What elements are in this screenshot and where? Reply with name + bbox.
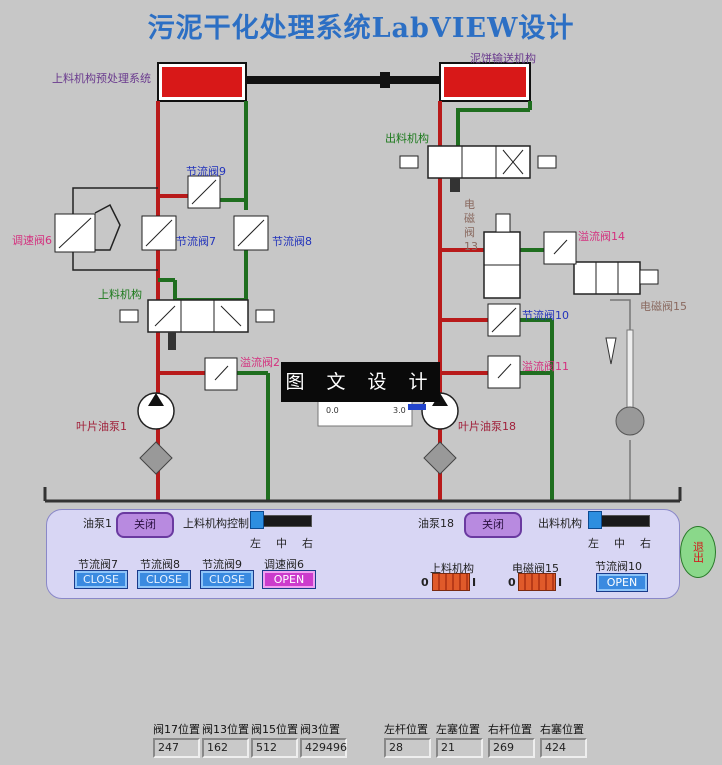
label-speed6: 调速阀6	[12, 234, 52, 247]
readout-value-valve3: 429496	[300, 738, 347, 758]
readout-label-valve17: 阀17位置	[153, 723, 200, 736]
sol15-toggle-switch[interactable]	[518, 573, 556, 591]
speed6-label: 调速阀6	[264, 558, 304, 571]
watermark-banner: 图 文 设 计	[281, 362, 440, 402]
relief-valve-2	[204, 357, 238, 391]
readout-label-left-rod: 左杆位置	[384, 723, 428, 736]
valve8-label: 节流阀8	[140, 558, 180, 571]
exit-button[interactable]: 退出	[680, 526, 716, 578]
gauge-min: 0.0	[326, 406, 339, 415]
feed-ctrl-label: 上料机构控制	[183, 517, 249, 530]
valve8-close-button[interactable]: CLOSE	[137, 570, 191, 589]
label-relief2: 溢流阀2	[240, 356, 280, 369]
left-directional-valve	[119, 299, 275, 350]
relief-valve-11	[487, 355, 521, 389]
sol15-toggle-label: 电磁阀15	[512, 562, 559, 575]
valve9-close-button[interactable]: CLOSE	[200, 570, 254, 589]
outfeed-pos-right: 右	[640, 537, 651, 550]
label-relief11: 溢流阀11	[522, 360, 569, 373]
label-sol13: 电磁阀13	[464, 198, 478, 253]
speed6-open-button[interactable]: OPEN	[262, 570, 316, 589]
outfeed-pos-mid: 中	[614, 537, 625, 550]
valve10-label: 节流阀10	[595, 560, 642, 573]
solenoid-valve-15	[573, 261, 659, 295]
readout-label-right-rod: 右杆位置	[488, 723, 532, 736]
feed-toggle-on-mark: I	[472, 576, 477, 589]
readout-label-right-plug: 右塞位置	[540, 723, 584, 736]
readout-label-valve15: 阀15位置	[251, 723, 298, 736]
readout-value-valve13: 162	[202, 738, 249, 758]
outfeed-ctrl-slider-knob[interactable]	[588, 511, 602, 529]
valve7-close-button[interactable]: CLOSE	[74, 570, 128, 589]
label-vane-pump1: 叶片油泵1	[76, 420, 127, 433]
readout-label-valve3: 阀3位置	[300, 723, 340, 736]
feed-pos-left: 左	[250, 537, 261, 550]
valve7-label: 节流阀7	[78, 558, 118, 571]
page-title: 污泥干化处理系统LabVIEW设计	[147, 13, 575, 44]
label-preprocess: 上料机构预处理系统	[52, 72, 151, 85]
right-cylinder	[439, 62, 531, 102]
label-throttle7: 节流阀7	[176, 235, 216, 248]
valve9-label: 节流阀9	[202, 558, 242, 571]
vane-pump-18	[421, 392, 459, 475]
valve10-open-button[interactable]: OPEN	[596, 573, 648, 592]
outfeed-pos-left: 左	[588, 537, 599, 550]
label-feed-mech: 上料机构	[98, 288, 142, 301]
readout-value-right-plug: 424	[540, 738, 587, 758]
readout-label-left-plug: 左塞位置	[436, 723, 480, 736]
pump1-label: 油泵1	[83, 517, 112, 530]
label-throttle8: 节流阀8	[272, 235, 312, 248]
outfeed-ctrl-label: 出料机构	[538, 517, 582, 530]
readout-value-left-rod: 28	[384, 738, 431, 758]
feed-toggle-off-mark: 0	[421, 576, 429, 589]
label-throttle10: 节流阀10	[522, 309, 569, 322]
gauge-max: 3.0	[393, 406, 406, 415]
label-sol15: 电磁阀15	[640, 300, 687, 313]
label-throttle9: 节流阀9	[186, 165, 226, 178]
solenoid-valve-13	[483, 213, 521, 299]
vane-pump-1	[137, 392, 175, 475]
readout-value-valve17: 247	[153, 738, 200, 758]
sol15-toggle-on-mark: I	[558, 576, 563, 589]
throttle-valve-9	[187, 175, 221, 209]
readout-value-right-rod: 269	[488, 738, 535, 758]
feed-pos-right: 右	[302, 537, 313, 550]
label-cake-convey: 泥饼输送机构	[470, 52, 536, 65]
label-vane-pump18: 叶片油泵18	[458, 420, 516, 433]
throttle-valve-10	[487, 303, 521, 337]
readout-label-valve13: 阀13位置	[202, 723, 249, 736]
label-outfeed: 出料机构	[385, 132, 429, 145]
readout-value-valve15: 512	[251, 738, 298, 758]
feed-toggle-switch[interactable]	[432, 573, 470, 591]
pump1-toggle-button[interactable]: 关闭	[116, 512, 174, 538]
readout-value-left-plug: 21	[436, 738, 483, 758]
throttle-valve-7	[141, 215, 177, 251]
feed-toggle-label: 上料机构	[430, 562, 474, 575]
piston-rod	[246, 76, 440, 84]
throttle-valve-8	[233, 215, 269, 251]
left-cylinder	[157, 62, 247, 102]
feed-pos-mid: 中	[276, 537, 287, 550]
speed-valve-6	[54, 213, 96, 253]
pump18-toggle-button[interactable]: 关闭	[464, 512, 522, 538]
feed-ctrl-slider-knob[interactable]	[250, 511, 264, 529]
relief-valve-14	[543, 231, 577, 265]
pump18-label: 油泵18	[418, 517, 454, 530]
right-directional-valve	[399, 145, 557, 192]
sol15-toggle-off-mark: 0	[508, 576, 516, 589]
label-relief14: 溢流阀14	[578, 230, 625, 243]
